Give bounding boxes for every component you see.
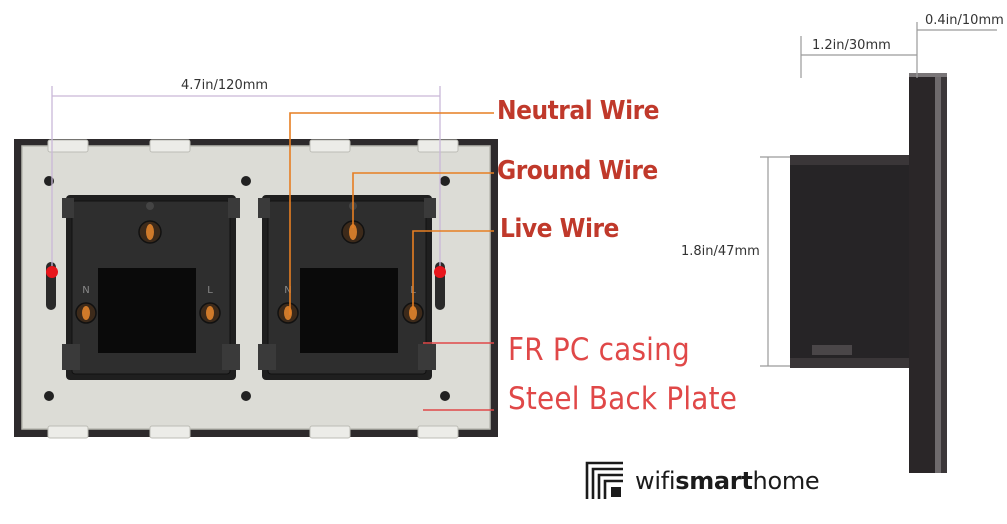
side-dimensions <box>760 22 997 367</box>
callout-live-wire: Live Wire <box>500 214 619 244</box>
mounting-hole <box>44 391 54 401</box>
top-clip-tab <box>149 139 191 153</box>
socket-back-view: N L N L <box>14 139 498 439</box>
top-clip-tab <box>417 139 459 153</box>
mounting-hole <box>241 391 251 401</box>
terminal-letter-n: N <box>82 285 89 296</box>
width-dimension <box>51 86 441 266</box>
top-clip-tab <box>47 139 89 153</box>
callout-ground-wire: Ground Wire <box>497 156 658 186</box>
terminal-letter-l: L <box>207 285 213 296</box>
brand-logo-mark-space <box>585 461 625 501</box>
brand-name-part: home <box>752 467 820 495</box>
bottom-clip-tab <box>149 425 191 439</box>
brand-name: wifismarthome <box>635 467 820 495</box>
depth-label: 1.2in/30mm <box>812 38 891 53</box>
brand-logo: wifismarthome <box>585 461 820 501</box>
bottom-clip-tab <box>417 425 459 439</box>
leader-lines <box>289 112 494 315</box>
mounting-hole <box>241 176 251 186</box>
callout-steel-back-plate: Steel Back Plate <box>508 381 738 417</box>
callout-neutral-wire: Neutral Wire <box>497 96 659 126</box>
height-label: 1.8in/47mm <box>681 244 760 259</box>
red-marker-dot <box>434 266 446 278</box>
bottom-clip-tab <box>47 425 89 439</box>
wifi-signal-icon <box>585 461 623 499</box>
brand-name-part: wifi <box>635 467 676 495</box>
socket-side-view <box>790 73 947 473</box>
bottom-clip-tab <box>309 425 351 439</box>
side-housing <box>790 155 910 368</box>
width-label: 4.7in/120mm <box>181 78 269 93</box>
socket-module-right <box>258 195 436 380</box>
red-marker-dot <box>46 266 58 278</box>
brand-name-bold: smart <box>675 467 753 495</box>
mounting-hole <box>440 176 450 186</box>
callout-fr-pc-casing: FR PC casing <box>508 332 690 368</box>
top-clip-tab <box>309 139 351 153</box>
mounting-hole <box>440 391 450 401</box>
terminal-letter-n: N <box>284 285 291 296</box>
leader-lines-red <box>423 342 494 411</box>
thickness-label: 0.4in/10mm <box>925 13 1004 28</box>
socket-module-left <box>62 195 240 380</box>
